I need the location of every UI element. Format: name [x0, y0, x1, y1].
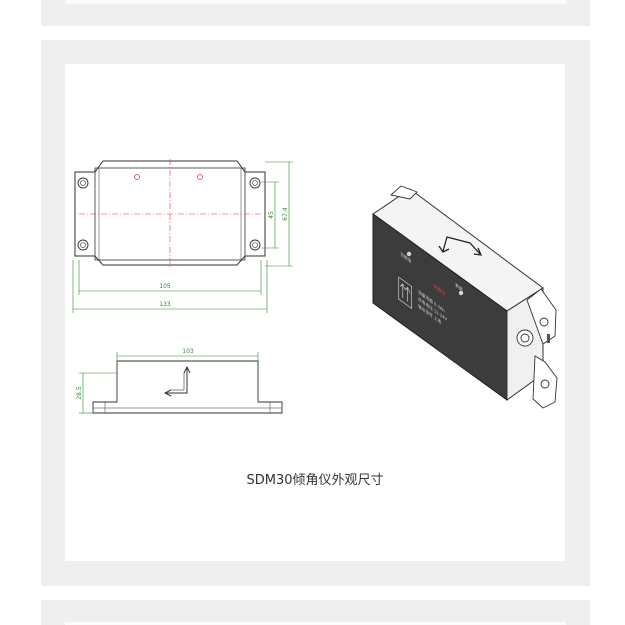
previous-item-panel: [41, 0, 590, 26]
product-dimension-panel: 105 133 45 67.4: [41, 40, 590, 586]
dim-label-total-height: 67.4: [282, 207, 289, 221]
mount-hole-top-right: [249, 177, 261, 189]
mount-hole-top-left-inner: [80, 180, 86, 186]
dimension-drawing-card: 105 133 45 67.4: [65, 64, 565, 561]
indicator-right-label: 数据: [455, 281, 463, 294]
mount-hole-bottom-left: [77, 239, 89, 251]
product-isometric-view: 功能信 数据 倾角仪 测量范围 0-3Ah 供电电压 12-24V 输出信号 上…: [372, 185, 558, 409]
mount-hole-bottom-left-inner: [80, 242, 86, 248]
product-ear-lower-hole: [540, 379, 550, 389]
next-item-panel: [41, 600, 590, 625]
mount-hole-bottom-right: [249, 239, 261, 251]
indicator-mark-right: [197, 174, 203, 180]
product-ear-upper-hole: [539, 317, 549, 327]
up-arrow-label-icon: [398, 276, 413, 310]
mount-hole-bottom-right-inner: [252, 242, 258, 248]
product-cable-gland-inner: [520, 333, 530, 343]
side-view-outline: [92, 360, 283, 414]
dim-label-hole-spacing: 45: [268, 211, 275, 219]
mount-hole-top-left: [77, 177, 89, 189]
next-item-top-edge: [65, 622, 566, 625]
dim-label-body-height: 28.5: [76, 386, 83, 400]
top-arrow-icon: [438, 236, 483, 256]
figure-caption: SDM30倾角仪外观尺寸: [246, 473, 384, 488]
dim-label-inner-width: 105: [159, 283, 171, 290]
side-edge-marker: [547, 334, 550, 343]
side-view-dimensions: [79, 352, 259, 414]
product-ear-upper: [526, 288, 557, 345]
axis-arrow-icon: [166, 368, 188, 394]
dim-label-total-width: 133: [159, 301, 171, 308]
mount-hole-top-right-inner: [252, 180, 258, 186]
indicator-left-label: 功能信: [400, 250, 411, 265]
dimension-drawing: 105 133 45 67.4: [72, 159, 558, 414]
previous-item-bottom-edge: [65, 0, 566, 4]
top-view-centerlines: [79, 159, 261, 269]
top-view-dimensions: [72, 161, 293, 313]
led-right: [458, 290, 464, 296]
product-back-ear: [390, 185, 418, 200]
side-view: [92, 360, 283, 414]
dim-label-body-length: 103: [182, 348, 194, 355]
led-left: [406, 251, 412, 257]
indicator-mark-left: [134, 174, 140, 180]
